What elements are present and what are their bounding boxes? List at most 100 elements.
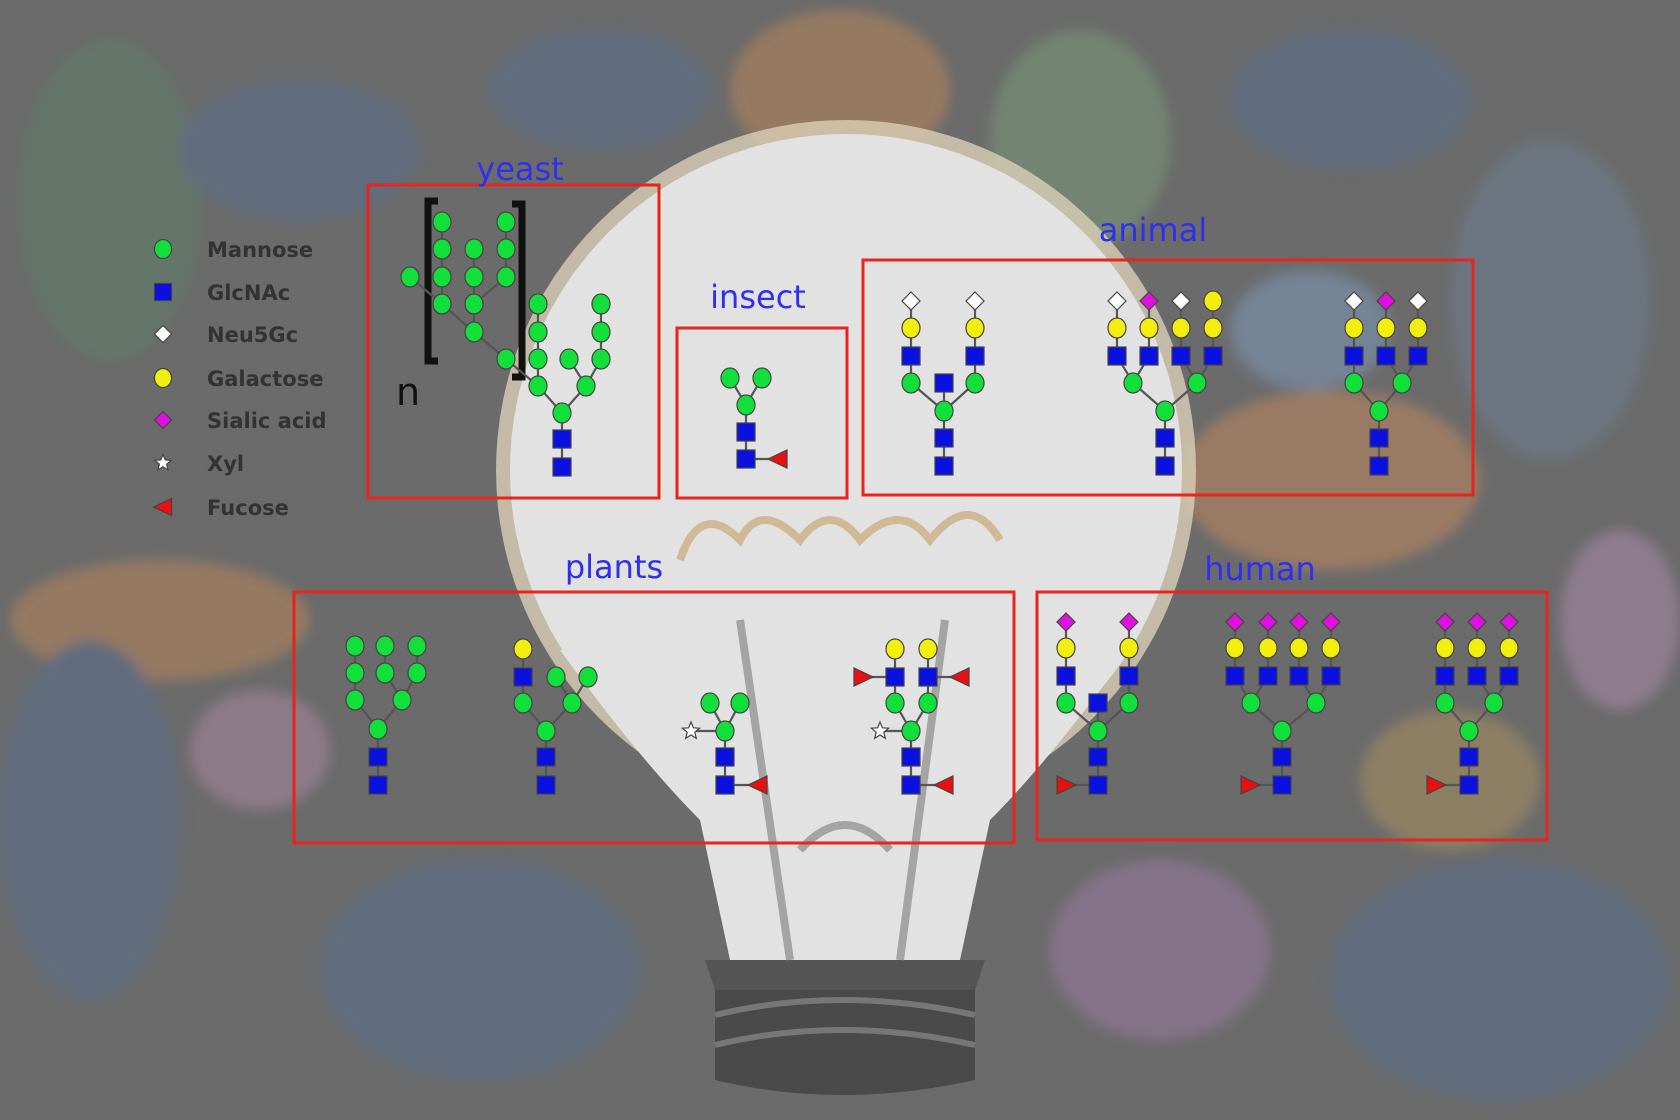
legend-item: Neu5Gc: [153, 323, 298, 347]
mannose-node: [1369, 400, 1389, 422]
galactose-node: [1289, 637, 1309, 659]
glcnac-node: [1289, 666, 1309, 686]
glcnac-node: [1435, 666, 1455, 686]
glcnac-node: [1321, 666, 1341, 686]
yellow-circle-icon: [153, 367, 173, 389]
glcnac-node: [1225, 666, 1245, 686]
mannose-node: [1123, 372, 1143, 394]
glcnac-node: [536, 747, 556, 767]
glcnac-node: [1088, 693, 1108, 713]
sialic-acid-node: [1139, 291, 1159, 311]
galactose-node: [965, 317, 985, 339]
galactose-node: [1139, 317, 1159, 339]
plants-label: plants: [565, 548, 663, 586]
galactose-node: [1258, 637, 1278, 659]
galactose-node: [1225, 637, 1245, 659]
mannose-node: [591, 348, 611, 370]
legend-label: Neu5Gc: [207, 323, 298, 347]
mannose-node: [715, 720, 735, 742]
fucose-node: [1240, 775, 1262, 795]
glcnac-node: [1408, 346, 1428, 366]
yeast-label: yeast: [476, 150, 563, 188]
glcnac-node: [552, 429, 572, 449]
mannose-node: [513, 692, 533, 714]
insect-label: insect: [710, 278, 806, 316]
mannose-node: [432, 238, 452, 260]
fucose-node: [853, 667, 875, 687]
mannose-node: [496, 211, 516, 233]
glcnac-node: [1258, 666, 1278, 686]
magenta-diamond-icon: [153, 410, 173, 430]
mannose-node: [885, 692, 905, 714]
galactose-node: [1376, 317, 1396, 339]
fucose-node: [746, 775, 768, 795]
mannose-node: [392, 689, 412, 711]
glcnac-node: [715, 747, 735, 767]
sialic-acid-node: [1225, 612, 1245, 632]
galactose-node: [1119, 637, 1139, 659]
animal-box: [861, 258, 1475, 497]
mannose-node: [432, 266, 452, 288]
legend-label: Fucose: [207, 496, 289, 520]
glcnac-node: [1088, 747, 1108, 767]
human-box: [1035, 590, 1549, 842]
glcnac-node: [934, 428, 954, 448]
sialic-acid-node: [1321, 612, 1341, 632]
glcnac-node: [1272, 775, 1292, 795]
animal-label: animal: [1099, 211, 1207, 249]
repeat-bracket: [424, 197, 526, 381]
sialic-acid-node: [1258, 612, 1278, 632]
mannose-node: [720, 367, 740, 389]
mannose-node: [464, 293, 484, 315]
mannose-node: [496, 348, 516, 370]
human-label: human: [1204, 550, 1316, 588]
glycan-structure: [1107, 290, 1223, 476]
galactose-node: [1467, 637, 1487, 659]
mannose-node: [546, 666, 566, 688]
white-diamond-icon: [153, 324, 173, 344]
glcnac-node: [1344, 346, 1364, 366]
xyl-star-node: [680, 720, 702, 740]
glcnac-node: [552, 457, 572, 477]
galactose-node: [1107, 317, 1127, 339]
glycan-structure: [901, 291, 985, 476]
mannose-node: [345, 662, 365, 684]
sialic-acid-node: [1119, 612, 1139, 632]
fucose-node: [948, 667, 970, 687]
mannose-node: [368, 718, 388, 740]
plants-box: [292, 590, 1016, 845]
glcnac-node: [715, 775, 735, 795]
mannose-node: [1119, 692, 1139, 714]
glycan-structure: [720, 367, 788, 469]
mannose-node: [752, 367, 772, 389]
mannose-node: [345, 689, 365, 711]
mannose-node: [496, 266, 516, 288]
neu5gc-node: [1344, 291, 1364, 311]
mannose-node: [464, 321, 484, 343]
glcnac-node: [1369, 428, 1389, 448]
mannose-node: [528, 321, 548, 343]
glycan-structure: [1426, 612, 1519, 795]
mannose-node: [432, 293, 452, 315]
galactose-node: [1435, 637, 1455, 659]
mannose-node: [464, 266, 484, 288]
fucose-node: [766, 449, 788, 469]
mannose-node: [965, 372, 985, 394]
mannose-node: [736, 394, 756, 416]
neu5gc-node: [1408, 291, 1428, 311]
glcnac-node: [1056, 666, 1076, 686]
glycan-structure: [513, 638, 598, 795]
glcnac-node: [1369, 456, 1389, 476]
sialic-acid-node: [1467, 612, 1487, 632]
neu5gc-node: [965, 291, 985, 311]
glcnac-node: [1107, 346, 1127, 366]
glycan-structure: [1225, 612, 1341, 795]
glcnac-node: [736, 449, 756, 469]
xyl-star-node: [869, 720, 891, 740]
mannose-node: [901, 720, 921, 742]
glcnac-node: [1459, 747, 1479, 767]
mannose-node: [1056, 692, 1076, 714]
mannose-node: [1155, 400, 1175, 422]
mannose-node: [1484, 692, 1504, 714]
